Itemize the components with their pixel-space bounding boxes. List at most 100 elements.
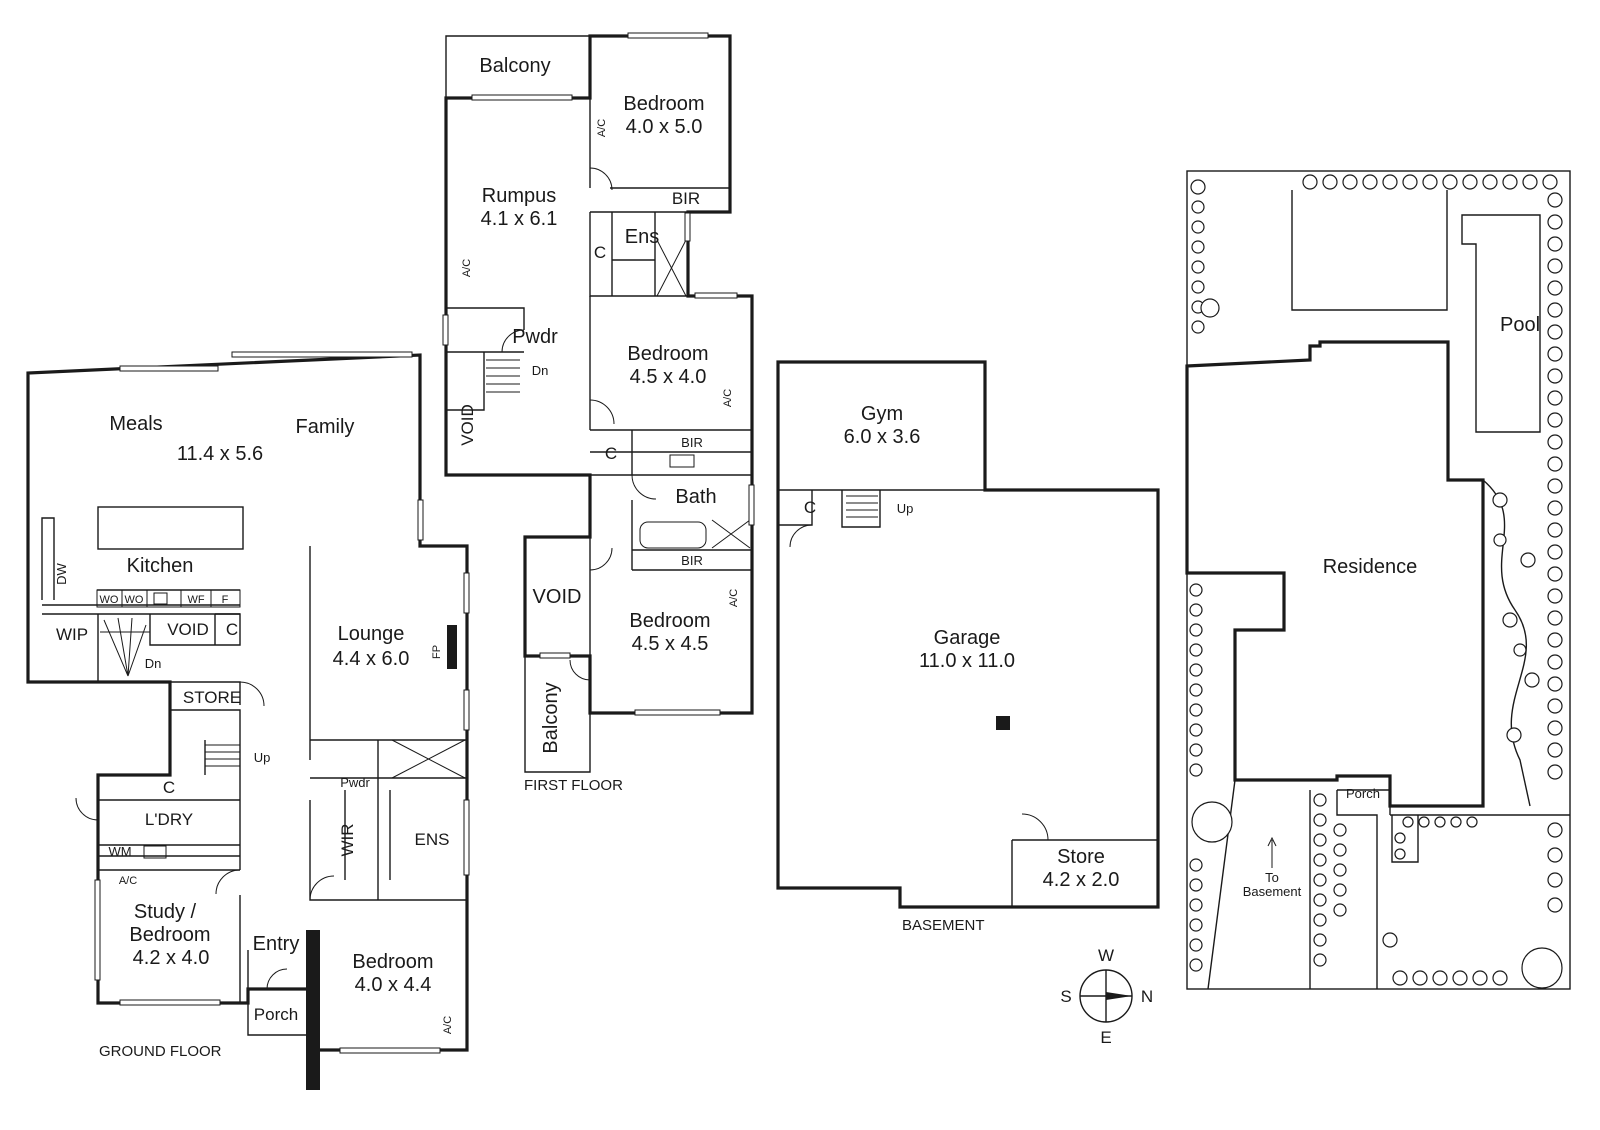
front-garden-shrubs [1394,816,1478,860]
first-floor-windows [442,32,755,716]
kitchen-counter [41,517,240,615]
powder-room-label: Pwdr [340,775,370,790]
family-label: Family [296,416,355,438]
porch-label: Porch [254,1005,298,1024]
lounge-label: Lounge [338,623,405,645]
basement-stair-up-label: Up [897,501,914,516]
fireplace [447,625,457,669]
meals-label: Meals [109,413,162,435]
garden-bed-curve [1482,479,1531,807]
kitchen-appliances [96,589,241,608]
compass-south: S [1060,987,1071,1006]
basement-caption: BASEMENT [902,917,985,934]
first-floor-stair [486,359,520,393]
pool-outline [1461,214,1541,433]
second-void-label: VOID [533,586,582,608]
ground-floor-plan: Meals Family 11.4 x 5.6 Kitchen DW WO WO… [26,351,470,1090]
bedroom1-ac-label: A/C [596,119,608,137]
bedroom2-robe-label: BIR [681,435,703,450]
compass: W S N E [1060,946,1153,1047]
compass-north: N [1141,987,1153,1006]
hedge-right [1547,192,1563,780]
rumpus-ac-label: A/C [461,259,473,277]
study-ac-label: A/C [119,875,137,887]
second-cupboard-label: C [605,444,617,463]
entry-walls [247,950,311,989]
top-balcony-label: Balcony [479,55,550,77]
kitchen-island [97,506,244,550]
lounge-dimensions: 4.4 x 6.0 [333,648,410,670]
ground-floor-doors [75,681,335,990]
site-boundary [1186,170,1571,990]
basement-store-dimensions: 4.2 x 2.0 [1043,869,1120,891]
bottom-balcony-outline [524,656,591,773]
wall-oven-label-1: WO [100,594,119,606]
bedroom3-robe-label: BIR [681,553,703,568]
first-ensuite-shower [656,239,687,297]
pool-label: Pool [1500,314,1540,336]
bedroom3-dimensions: 4.5 x 4.5 [632,633,709,655]
bath-walls [631,474,752,571]
kitchen-cupboard-label: C [226,620,238,639]
bedroom1-robe-label: BIR [672,189,700,208]
front-garden [1390,814,1570,863]
store-stair [205,744,240,767]
rumpus-dimensions: 4.1 x 6.1 [481,208,558,230]
gym-label: Gym [861,403,903,425]
ground-floor-caption: GROUND FLOOR [99,1043,222,1060]
bedroom2-walls [589,296,752,476]
to-basement-label-line1: To [1265,870,1279,885]
hedge-front [1382,822,1563,989]
first-floor-plan: Balcony Bedroom 4.0 x 5.0 A/C BIR Rumpus… [442,32,755,794]
bath-shower [711,519,751,549]
wip-partition [97,613,241,682]
gym-dimensions: 6.0 x 3.6 [844,426,921,448]
wip-label: WIP [56,625,88,644]
study-walls [98,869,241,1003]
bedroom3-label: Bedroom [629,610,710,632]
basement-cupboard-label: C [804,498,816,517]
walk-in-robe-label: WIR [338,823,357,856]
laundry-tub [143,845,167,859]
hedge-driveway [1313,793,1347,967]
bottom-balcony-label: Balcony [540,682,562,753]
study-dimensions: 4.2 x 4.0 [133,947,210,969]
first-stair-down-label: Dn [532,363,549,378]
ground-floor-windows [94,351,470,1054]
ensuite-label: ENS [415,830,450,849]
bedroom-ac-label: A/C [442,1016,454,1034]
basement-plan: Gym 6.0 x 3.6 C Up Garage 11.0 x 11.0 St… [776,360,1160,934]
rumpus-label: Rumpus [482,185,556,207]
hedge-top [1190,174,1558,195]
bedroom2-ac-label: A/C [722,389,734,407]
first-floor-doors [501,167,657,681]
first-powder-room-label: Pwdr [512,326,558,348]
compass-west: W [1098,946,1114,965]
bedroom2-dimensions: 4.5 x 4.0 [630,366,707,388]
garage-label: Garage [934,627,1001,649]
entry-feature-wall [306,930,320,1090]
wall-oven-label-2: WO [125,594,144,606]
hedge-left-top [1191,200,1220,334]
site-trees [1189,174,1563,989]
to-basement-arrow [1267,836,1277,868]
entry-label: Entry [253,933,300,955]
laundry-cupboard-label: C [163,778,175,797]
basement-outer-walls [776,360,1160,909]
bedroom3-ac-label: A/C [728,589,740,607]
basement-stair [846,495,878,518]
bath-label: Bath [675,486,716,508]
garden-shrubs [1492,492,1540,743]
first-cupboard-label: C [594,243,606,262]
ensuite-walls [310,740,467,900]
to-basement-label-line2: Basement [1243,884,1302,899]
stair-down-label: Dn [145,656,162,671]
fridge-label: F [222,594,229,606]
meals-family-dimensions: 11.4 x 5.6 [177,443,263,465]
study-label-line2: Bedroom [129,924,210,946]
bedroom-label: Bedroom [352,951,433,973]
site-porch-label: Porch [1346,786,1380,801]
compass-east: E [1100,1028,1111,1047]
wf-label: WF [187,594,204,606]
